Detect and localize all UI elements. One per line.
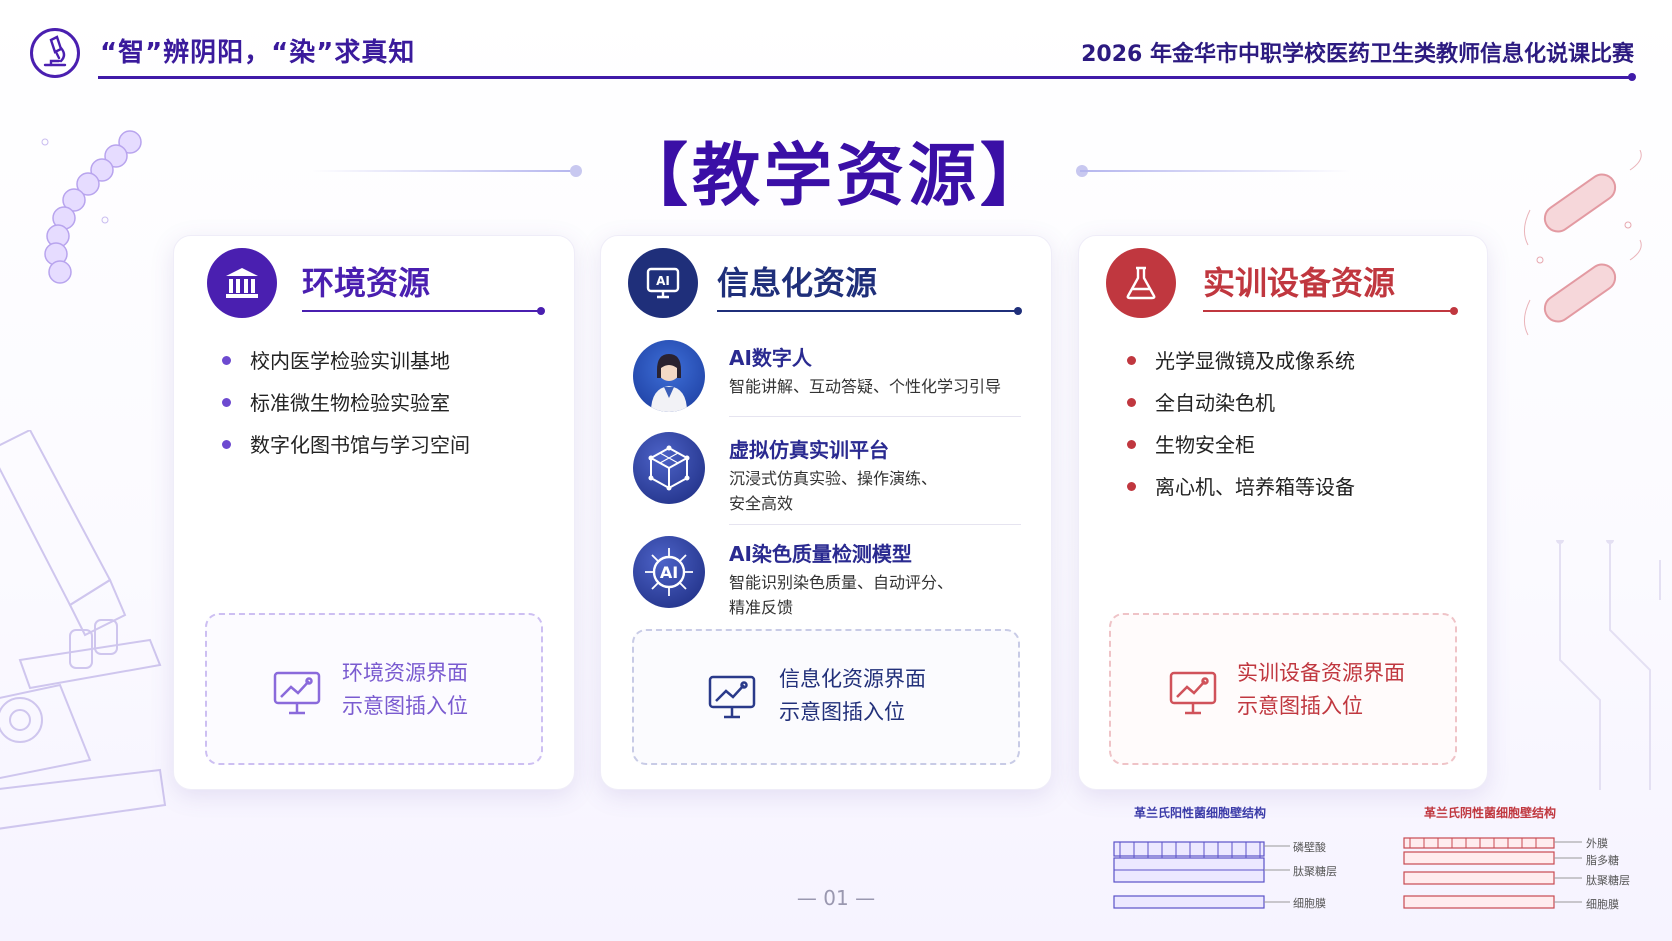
list-item: 生物安全柜: [1127, 424, 1355, 466]
info-item-ai-stain-model[interactable]: AI AI染色质量检测模型 智能识别染色质量、自动评分、精准反馈: [633, 536, 1023, 617]
list-item: 全自动染色机: [1127, 382, 1355, 424]
info-item-title: 虚拟仿真实训平台: [729, 438, 889, 462]
header-divider: [98, 76, 1634, 79]
diagram-label: 脂多糖: [1586, 854, 1619, 867]
chart-monitor-icon: [1169, 671, 1217, 715]
flask-icon: [1106, 248, 1176, 318]
list-item: 数字化图书馆与学习空间: [222, 424, 470, 466]
slogan: “智”辨阴阳，“染”求真知: [100, 38, 416, 68]
info-item-desc: 智能讲解、互动答疑、个性化学习引导: [729, 377, 1002, 396]
microscope-illustration: [0, 430, 167, 830]
information-image-placeholder[interactable]: 信息化资源界面示意图插入位: [632, 629, 1020, 765]
diagram-title: 革兰氏阴性菌细胞壁结构: [1424, 806, 1557, 820]
bacilli-illustration: [1524, 150, 1642, 336]
diagram-label: 肽聚糖层: [1586, 874, 1630, 887]
info-item-desc: 沉浸式仿真实验、操作演练、安全高效: [729, 469, 938, 513]
card-information-title: 信息化资源: [717, 264, 878, 302]
info-item-desc: 智能识别染色质量、自动评分、精准反馈: [729, 573, 954, 617]
diagram-label: 磷壁酸: [1293, 841, 1326, 854]
diagram-label: 肽聚糖层: [1293, 865, 1337, 878]
equipment-image-placeholder[interactable]: 实训设备资源界面示意图插入位: [1109, 613, 1457, 765]
list-item: 离心机、培养箱等设备: [1127, 466, 1355, 508]
ai-chip-icon: AI: [633, 536, 705, 608]
list-item: 标准微生物检验实验室: [222, 382, 470, 424]
building-icon: [207, 248, 277, 318]
cell-wall-layers-graphic: [1403, 837, 1582, 909]
info-item-ai-avatar[interactable]: AI数字人 智能讲解、互动答疑、个性化学习引导: [633, 340, 1023, 416]
card-information: AI 信息化资源 AI数字人 智能讲解、互动答疑、个性化学习引导: [600, 235, 1052, 790]
environment-list: 校内医学检验实训基地 标准微生物检验实验室 数字化图书馆与学习空间: [222, 340, 470, 466]
equipment-list: 光学显微镜及成像系统 全自动染色机 生物安全柜 离心机、培养箱等设备: [1127, 340, 1355, 508]
card-equipment: 实训设备资源 光学显微镜及成像系统 全自动染色机 生物安全柜 离心机、培养箱等设…: [1078, 235, 1488, 790]
diagram-label: 细胞膜: [1586, 898, 1619, 911]
chart-monitor-icon: [273, 671, 321, 715]
diagram-label: 细胞膜: [1293, 897, 1326, 910]
info-item-title: AI数字人: [729, 346, 812, 370]
ai-monitor-icon: AI: [628, 248, 698, 318]
environment-image-placeholder[interactable]: 环境资源界面示意图插入位: [205, 613, 543, 765]
divider: [729, 416, 1021, 417]
logo: [30, 28, 80, 78]
info-item-title: AI染色质量检测模型: [729, 542, 912, 566]
list-item: 光学显微镜及成像系统: [1127, 340, 1355, 382]
title-line-left: [312, 170, 577, 172]
info-item-virtual-sim[interactable]: 虚拟仿真实训平台 沉浸式仿真实验、操作演练、安全高效: [633, 432, 1023, 513]
svg-text:AI: AI: [656, 274, 670, 288]
gram-negative-diagram: 革兰氏阴性菌细胞壁结构 外膜 脂多糖 肽聚糖层 细胞膜: [1400, 804, 1640, 914]
title-line-right: [1080, 170, 1350, 172]
cube-icon: [633, 432, 705, 504]
microscope-icon: [43, 35, 67, 67]
page-title: 【教学资源】: [619, 137, 1052, 216]
card-equipment-title: 实训设备资源: [1203, 264, 1396, 302]
card-equipment-underline: [1203, 307, 1458, 315]
card-environment: 环境资源 校内医学检验实训基地 标准微生物检验实验室 数字化图书馆与学习空间 环…: [173, 235, 575, 790]
placeholder-label: 实训设备资源界面示意图插入位: [1237, 661, 1405, 718]
card-environment-title: 环境资源: [302, 264, 431, 302]
placeholder-label: 信息化资源界面示意图插入位: [779, 667, 926, 724]
card-environment-underline: [302, 307, 545, 315]
header-divider-dot: [1628, 73, 1636, 81]
placeholder-label: 环境资源界面示意图插入位: [342, 661, 468, 718]
diagram-label: 外膜: [1586, 837, 1608, 850]
gram-positive-diagram: 革兰氏阳性菌细胞壁结构 磷壁酸 肽聚糖层 细胞膜: [1110, 804, 1337, 914]
contest-title: 2026 年金华市中职学校医药卫生类教师信息化说课比赛: [1081, 42, 1634, 67]
circuit-illustration: [1556, 540, 1661, 790]
divider: [729, 524, 1021, 525]
page-number: — 01 —: [796, 886, 876, 910]
title-line-dot-left: [570, 165, 582, 177]
diagram-title: 革兰氏阳性菌细胞壁结构: [1134, 806, 1267, 820]
card-information-underline: [717, 307, 1022, 315]
cell-wall-layers-graphic: [1113, 841, 1290, 909]
list-item: 校内医学检验实训基地: [222, 340, 470, 382]
bacteria-chain-illustration: [41, 130, 142, 284]
chart-monitor-icon: [708, 675, 756, 719]
ai-avatar-icon: [633, 340, 705, 412]
svg-text:AI: AI: [660, 563, 678, 582]
